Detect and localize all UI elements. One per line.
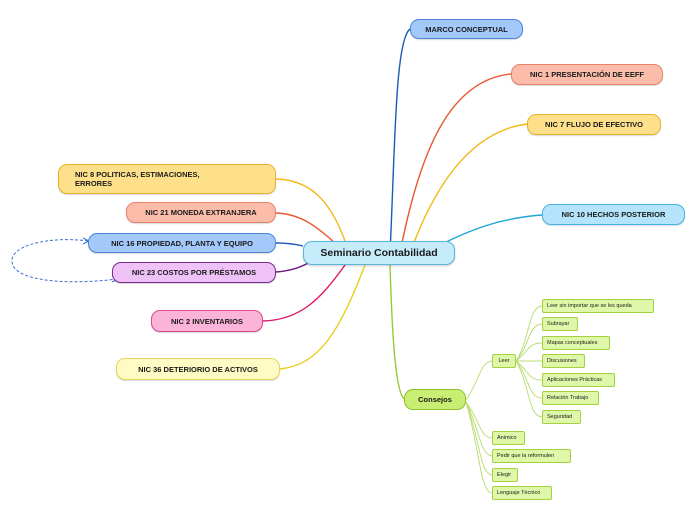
link-nic8 — [275, 178, 346, 242]
leaf-leer-sin-importar[interactable]: Leer sin importar que se les queda — [542, 299, 654, 313]
link-nic36 — [279, 264, 366, 370]
topic-nic36[interactable]: NIC 36 DETERIORIO DE ACTIVOS — [116, 358, 280, 380]
topic-marco-conceptual[interactable]: MARCO CONCEPTUAL — [410, 19, 523, 39]
link-nic2 — [262, 264, 346, 322]
central-topic[interactable]: Seminario Contabilidad — [303, 241, 455, 265]
topic-nic21[interactable]: NIC 21 MONEDA EXTRANJERA — [126, 202, 276, 223]
leaf-seguridad[interactable]: Seguridad — [542, 410, 581, 424]
topic-nic2[interactable]: NIC 2 INVENTARIOS — [151, 310, 263, 332]
topic-nic8[interactable]: NIC 8 POLITICAS, ESTIMACIONES, ERRORES — [58, 164, 276, 194]
leaf-mapas-conceptuales[interactable]: Mapas conceptuales — [542, 336, 610, 350]
subtopic-leer[interactable]: Leer — [492, 354, 516, 368]
link-nic16 — [275, 242, 304, 247]
link-marco — [389, 28, 411, 254]
topic-nic1[interactable]: NIC 1 PRESENTACIÓN DE EEFF — [511, 64, 663, 85]
leaf-elegir[interactable]: Elegir — [492, 468, 518, 482]
leaf-lenguaje-tecnico[interactable]: Lenguaje Técnico — [492, 486, 552, 500]
link-nic21 — [275, 212, 336, 244]
relation-dashed-line — [11, 239, 118, 283]
link-nic23 — [275, 261, 311, 273]
link-nic1 — [399, 73, 512, 254]
leaf-relacion-trabajo[interactable]: Relación Trabajo — [542, 391, 599, 405]
link-nic10 — [439, 214, 543, 246]
leaf-discusiones[interactable]: Discusiones — [542, 354, 585, 368]
leaf-subrayar[interactable]: Subrayar — [542, 317, 578, 331]
topic-nic10[interactable]: NIC 10 HECHOS POSTERIOR — [542, 204, 685, 225]
topic-consejos[interactable]: Consejos — [404, 389, 466, 410]
link-nic7 — [409, 123, 528, 254]
topic-nic23[interactable]: NIC 23 COSTOS POR PRÉSTAMOS — [112, 262, 276, 283]
link-consejos — [389, 264, 405, 400]
leaf-aplicaciones-practicas[interactable]: Aplicaciones Prácticas — [542, 373, 615, 387]
topic-nic16[interactable]: NIC 16 PROPIEDAD, PLANTA Y EQUIPO — [88, 233, 276, 253]
topic-nic7[interactable]: NIC 7 FLUJO DE EFECTIVO — [527, 114, 661, 135]
leaf-pedir-reformulen[interactable]: Pedir que la reformulen — [492, 449, 571, 463]
leaf-animico[interactable]: Animico — [492, 431, 525, 445]
